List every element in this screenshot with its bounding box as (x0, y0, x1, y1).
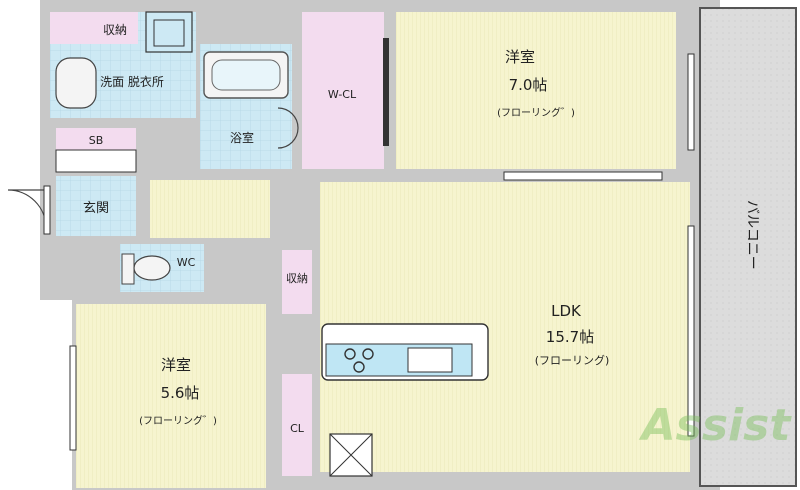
window-north-room (687, 53, 695, 151)
window-south-room (69, 345, 77, 451)
assist-watermark: Assist (639, 400, 793, 451)
room-size-south: 5.6帖 (161, 384, 200, 402)
corridor (150, 180, 270, 238)
cl-label: CL (290, 422, 305, 435)
shoebox-label: SB (89, 134, 104, 147)
sink-icon (407, 347, 453, 373)
balcony-label: バルコニー (744, 200, 760, 270)
ldk-size: 15.7帖 (546, 328, 594, 346)
storage-top (50, 12, 138, 44)
sliding-door-north (503, 171, 663, 181)
walk-in-closet (302, 12, 384, 169)
room-floor-south: (フローリング゛) (139, 414, 217, 427)
bath-door-icon (277, 107, 299, 149)
room-name-south: 洋室 (161, 356, 191, 374)
western-room-north (396, 12, 676, 169)
toilet-label-w: WC (177, 256, 196, 269)
storage-mid (282, 250, 312, 314)
storage-top-label: 収納 (103, 23, 127, 37)
room-size-north: 7.0帖 (509, 76, 548, 94)
ldk-label: LDK (551, 302, 582, 320)
wcl-door (383, 38, 389, 146)
ldk-floor: (フローリング) (535, 353, 610, 367)
entrance-label: 玄関 (83, 201, 109, 216)
storage-mid-label: 収納 (286, 272, 308, 285)
balcony-area (699, 7, 797, 487)
bath-label: 浴室 (230, 130, 254, 145)
washbasin (55, 57, 97, 109)
wcl-label: W-CL (328, 88, 357, 101)
window-ldk (687, 225, 695, 437)
shoe-box (56, 128, 136, 150)
room-name-north: 洋室 (505, 48, 535, 66)
stove-icon (344, 348, 374, 373)
western-room-south (76, 304, 266, 488)
toilet-icon (133, 255, 171, 281)
closet (282, 374, 312, 476)
shoe-box-doors (55, 149, 137, 173)
washroom-label: 洗面 脱衣所 (100, 74, 164, 89)
entrance (56, 176, 136, 236)
room-floor-north: (フローリング゛) (497, 106, 575, 119)
